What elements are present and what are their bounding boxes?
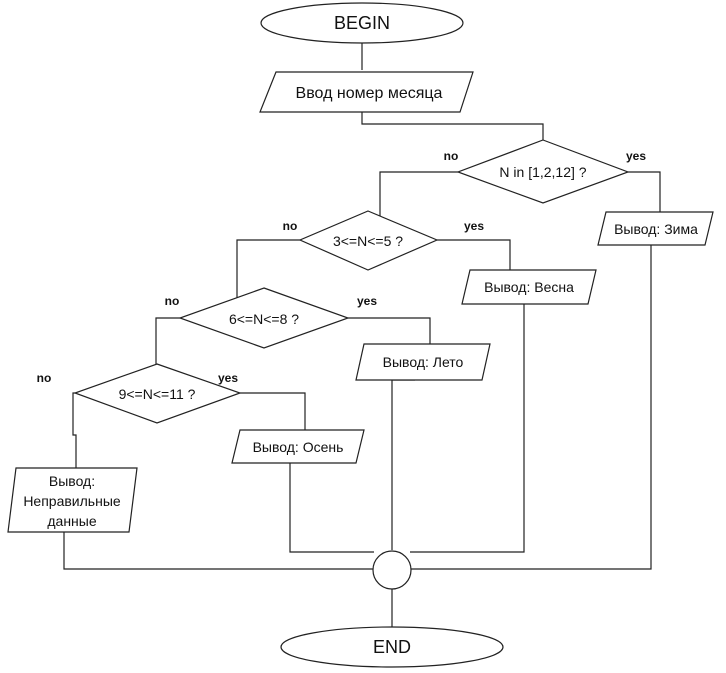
edge-spring-yes	[437, 239, 511, 270]
edge-autumn-out-merge	[289, 463, 374, 553]
decision-summer-label: 6<=N<=8 ?	[229, 311, 299, 327]
decision-autumn-no: no	[37, 371, 52, 385]
edge-summer-yes	[348, 317, 431, 344]
input-month-box	[259, 71, 474, 113]
output-error-box	[7, 467, 138, 533]
decision-winter	[456, 139, 630, 204]
output-error-line-3: данные	[47, 513, 96, 529]
output-summer-label: Вывод: Лето	[383, 354, 464, 370]
begin-label: BEGIN	[334, 13, 390, 33]
edge-spring-out-merge	[410, 304, 525, 553]
output-error-line-1: Вывод:	[49, 473, 95, 489]
output-winter-box	[597, 211, 714, 246]
end-terminal	[280, 626, 504, 668]
decision-spring	[298, 210, 439, 271]
edge-winter-yes	[628, 171, 661, 212]
connectors	[63, 42, 661, 628]
output-error-line-2: Неправильные	[23, 493, 121, 509]
decision-spring-yes: yes	[464, 219, 484, 233]
output-winter-label: Вывод: Зима	[614, 221, 698, 237]
decision-autumn-yes: yes	[218, 371, 238, 385]
decision-summer-no: no	[165, 294, 180, 308]
edge-winter-out-merge	[410, 245, 652, 570]
edge-summer-out-merge	[391, 379, 415, 550]
decision-spring-label: 3<=N<=5 ?	[333, 233, 403, 249]
decision-spring-no: no	[283, 219, 298, 233]
decision-summer-yes: yes	[357, 294, 377, 308]
edge-input-cond-winter	[361, 112, 544, 140]
output-spring-label: Вывод: Весна	[484, 279, 574, 295]
edge-autumn-no	[72, 392, 77, 468]
decision-winter-label: N in [1,2,12] ?	[499, 164, 586, 180]
input-month-label: Ввод номер месяца	[296, 85, 443, 102]
output-autumn-box	[231, 429, 365, 464]
decision-autumn	[73, 363, 242, 424]
output-summer-box	[355, 343, 491, 381]
output-autumn-label: Вывод: Осень	[253, 439, 344, 455]
decision-autumn-label: 9<=N<=11 ?	[119, 386, 196, 402]
output-spring-box	[461, 269, 597, 305]
merge-connector	[372, 550, 412, 590]
edge-error-out-merge	[63, 532, 373, 570]
edge-autumn-yes	[240, 392, 306, 430]
decision-winter-no: no	[444, 149, 459, 163]
decision-winter-yes: yes	[626, 149, 646, 163]
begin-terminal	[260, 2, 464, 44]
decision-summer	[178, 287, 350, 349]
edge-spring-no	[236, 239, 300, 316]
end-label: END	[373, 637, 411, 657]
